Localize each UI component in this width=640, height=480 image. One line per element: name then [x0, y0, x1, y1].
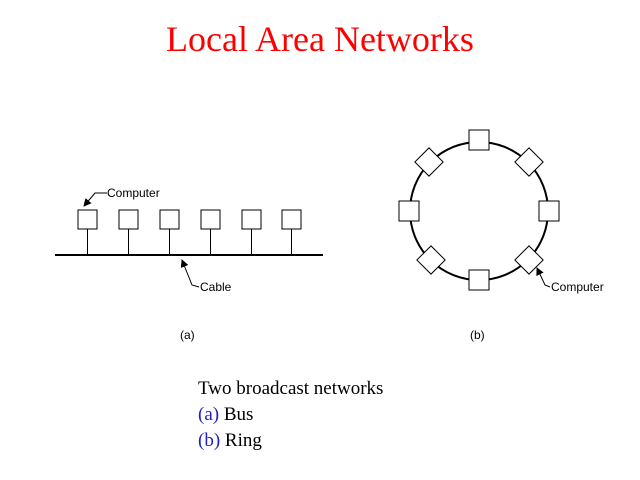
ring-computer-arrow [536, 267, 551, 288]
bus-cable-label: Cable [200, 280, 232, 294]
bus-computer [118, 209, 139, 255]
bus-computer [281, 209, 302, 255]
caption-heading: Two broadcast networks [198, 378, 384, 399]
ring-computers [398, 129, 560, 291]
ring-computer [398, 200, 420, 222]
ring-computer [416, 245, 446, 275]
bus-network: Computer Cable (a) [55, 186, 323, 342]
caption-marker: (a) [198, 404, 220, 425]
ring-caption: (b) [470, 328, 485, 342]
ring-computer-label: Computer [551, 280, 604, 294]
ring-computer [514, 245, 544, 275]
caption-marker: (b) [198, 430, 221, 451]
ring-computer [414, 147, 444, 177]
bus-computer [200, 209, 221, 255]
bus-computer [241, 209, 262, 255]
caption-item: (a) Bus [198, 402, 383, 428]
ring-computer [514, 147, 544, 177]
caption-text: Bus [223, 404, 254, 425]
ring-computer [468, 129, 490, 151]
bus-cable-arrow [180, 259, 200, 288]
bus-computer [159, 209, 180, 255]
caption-block: Two broadcast networks (a) Bus (b) Ring [198, 376, 383, 454]
ring-computer [538, 200, 560, 222]
caption-text: Ring [224, 430, 262, 451]
slide-title: Local Area Networks [166, 19, 474, 59]
caption-item: (b) Ring [198, 428, 383, 454]
ring-network: Computer (b) [398, 129, 604, 342]
bus-computer-arrow [83, 192, 107, 207]
bus-computer-label: Computer [107, 186, 160, 200]
bus-computer [77, 209, 98, 255]
ring-computer [468, 269, 490, 291]
bus-computers [77, 209, 302, 255]
bus-caption: (a) [180, 328, 195, 342]
